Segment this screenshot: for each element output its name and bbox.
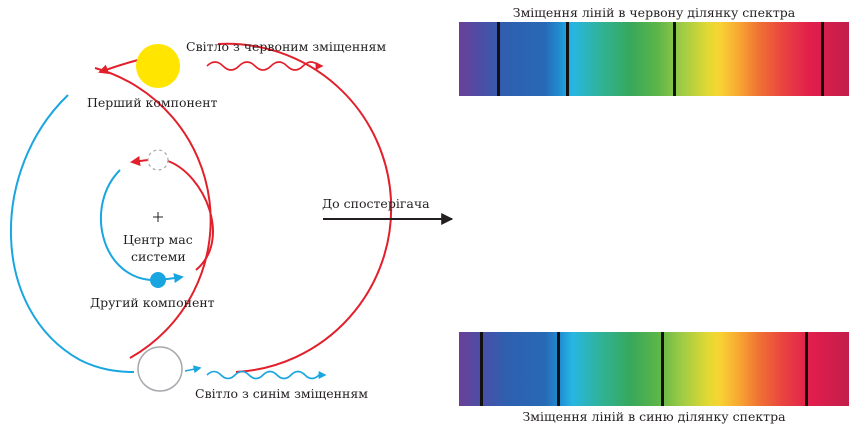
second-component-star bbox=[150, 272, 166, 288]
absorption-line bbox=[805, 332, 808, 406]
absorption-line bbox=[661, 332, 664, 406]
large-orbit-red-arc-top bbox=[217, 42, 393, 373]
large-orbit-blue-arc bbox=[9, 94, 135, 373]
red-shift-wave bbox=[206, 61, 324, 71]
blue-spectrum-caption: Зміщення ліній в синю ділянку спектра bbox=[522, 409, 786, 424]
center-of-mass-label-line2: системи bbox=[131, 249, 186, 264]
absorption-line bbox=[566, 22, 569, 96]
blue-shifted-spectrum bbox=[459, 332, 849, 406]
second-component-label: Другий компонент bbox=[90, 295, 215, 310]
absorption-line bbox=[821, 22, 824, 96]
second-component-ghost bbox=[147, 149, 169, 171]
absorption-line bbox=[673, 22, 676, 96]
observer-label: До спостерігача bbox=[322, 196, 430, 211]
absorption-line bbox=[480, 332, 483, 406]
small-orbit-blue-arc bbox=[99, 169, 151, 281]
absorption-line bbox=[497, 22, 500, 96]
first-component-star bbox=[136, 44, 180, 88]
red-shifted-spectrum bbox=[459, 22, 849, 96]
first-component-ghost bbox=[137, 346, 183, 392]
small-blue-arrow-left bbox=[184, 365, 202, 374]
blue-light-label: Світло з синім зміщенням bbox=[195, 386, 368, 401]
plus-icon bbox=[153, 212, 163, 222]
center-of-mass-label-line1: Центр мас bbox=[123, 232, 193, 247]
absorption-line bbox=[557, 332, 560, 406]
blue-shift-wave bbox=[206, 370, 327, 380]
small-orbit-red-arc bbox=[167, 160, 214, 271]
red-light-label: Світло з червоним зміщенням bbox=[186, 39, 387, 54]
small-orbit-red-arrow bbox=[130, 156, 149, 166]
first-component-label: Перший компонент bbox=[87, 95, 218, 110]
large-orbit-red-arc bbox=[94, 67, 212, 359]
red-spectrum-caption: Зміщення ліній в червону ділянку спектра bbox=[512, 5, 796, 20]
